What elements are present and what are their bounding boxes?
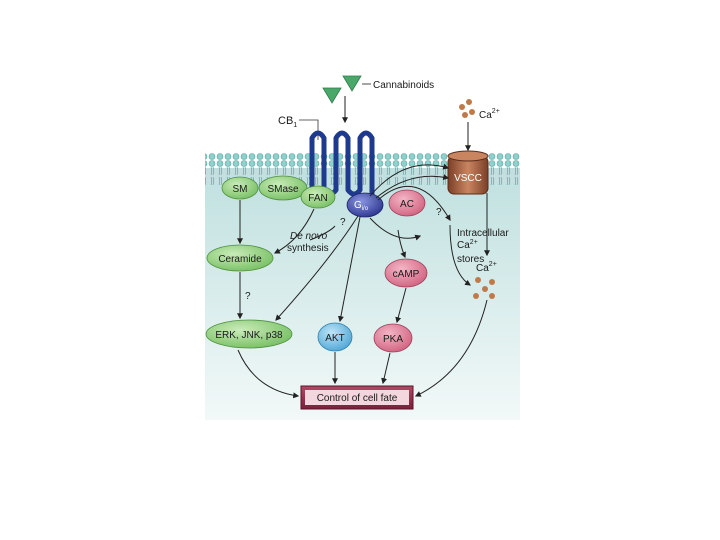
gio-to-vscc-arc-1 <box>369 163 450 197</box>
smase-label: SMase <box>267 184 299 195</box>
pka-label: PKA <box>383 334 403 345</box>
cell-fate-label: Control of cell fate <box>317 393 398 404</box>
akt-label: AKT <box>325 333 344 344</box>
gio-node <box>346 192 384 218</box>
camp-label: cAMP <box>393 269 420 280</box>
extracellular-ca-dots <box>459 99 475 118</box>
ceramide-label: Ceramide <box>218 254 262 265</box>
cb1-label: CB1 <box>278 115 297 129</box>
ca-intracellular-label: Ca2+ <box>476 261 497 274</box>
cannabinoids-label: Cannabinoids <box>373 80 434 91</box>
intracellular-stores-label: Intracellular Ca2+ stores <box>457 228 511 265</box>
cb1-receptor <box>309 130 375 200</box>
cannabinoid-ligands <box>322 75 371 104</box>
gio-label: Gi/o <box>354 200 369 212</box>
vscc-label: VSCC <box>454 173 482 184</box>
fan-node <box>300 185 336 209</box>
gio-to-stores-arc <box>377 185 451 222</box>
erk-jnk-p38-node <box>205 319 293 349</box>
question-mark-fan: ? <box>340 217 346 228</box>
pathway-arrows <box>237 193 490 399</box>
intracellular-ca-dots <box>473 277 495 299</box>
erk-jnk-p38-label: ERK, JNK, p38 <box>215 330 283 341</box>
pka-node <box>373 323 413 353</box>
ceramide-node <box>206 244 274 272</box>
akt-node <box>317 322 353 352</box>
camp-node <box>384 258 428 288</box>
ca-extracellular-label: Ca2+ <box>479 108 500 121</box>
smase-node <box>258 175 308 201</box>
ac-label: AC <box>400 199 414 210</box>
sm-node <box>221 176 259 200</box>
question-mark-ceramide: ? <box>245 291 251 302</box>
gio-to-vscc-arc-2 <box>375 174 450 199</box>
sm-label: SM <box>233 184 248 195</box>
ac-node <box>388 189 426 217</box>
question-mark-stores: ? <box>436 207 442 218</box>
de-novo-synthesis-label: De novo synthesis <box>287 231 330 254</box>
fan-label: FAN <box>308 193 327 204</box>
